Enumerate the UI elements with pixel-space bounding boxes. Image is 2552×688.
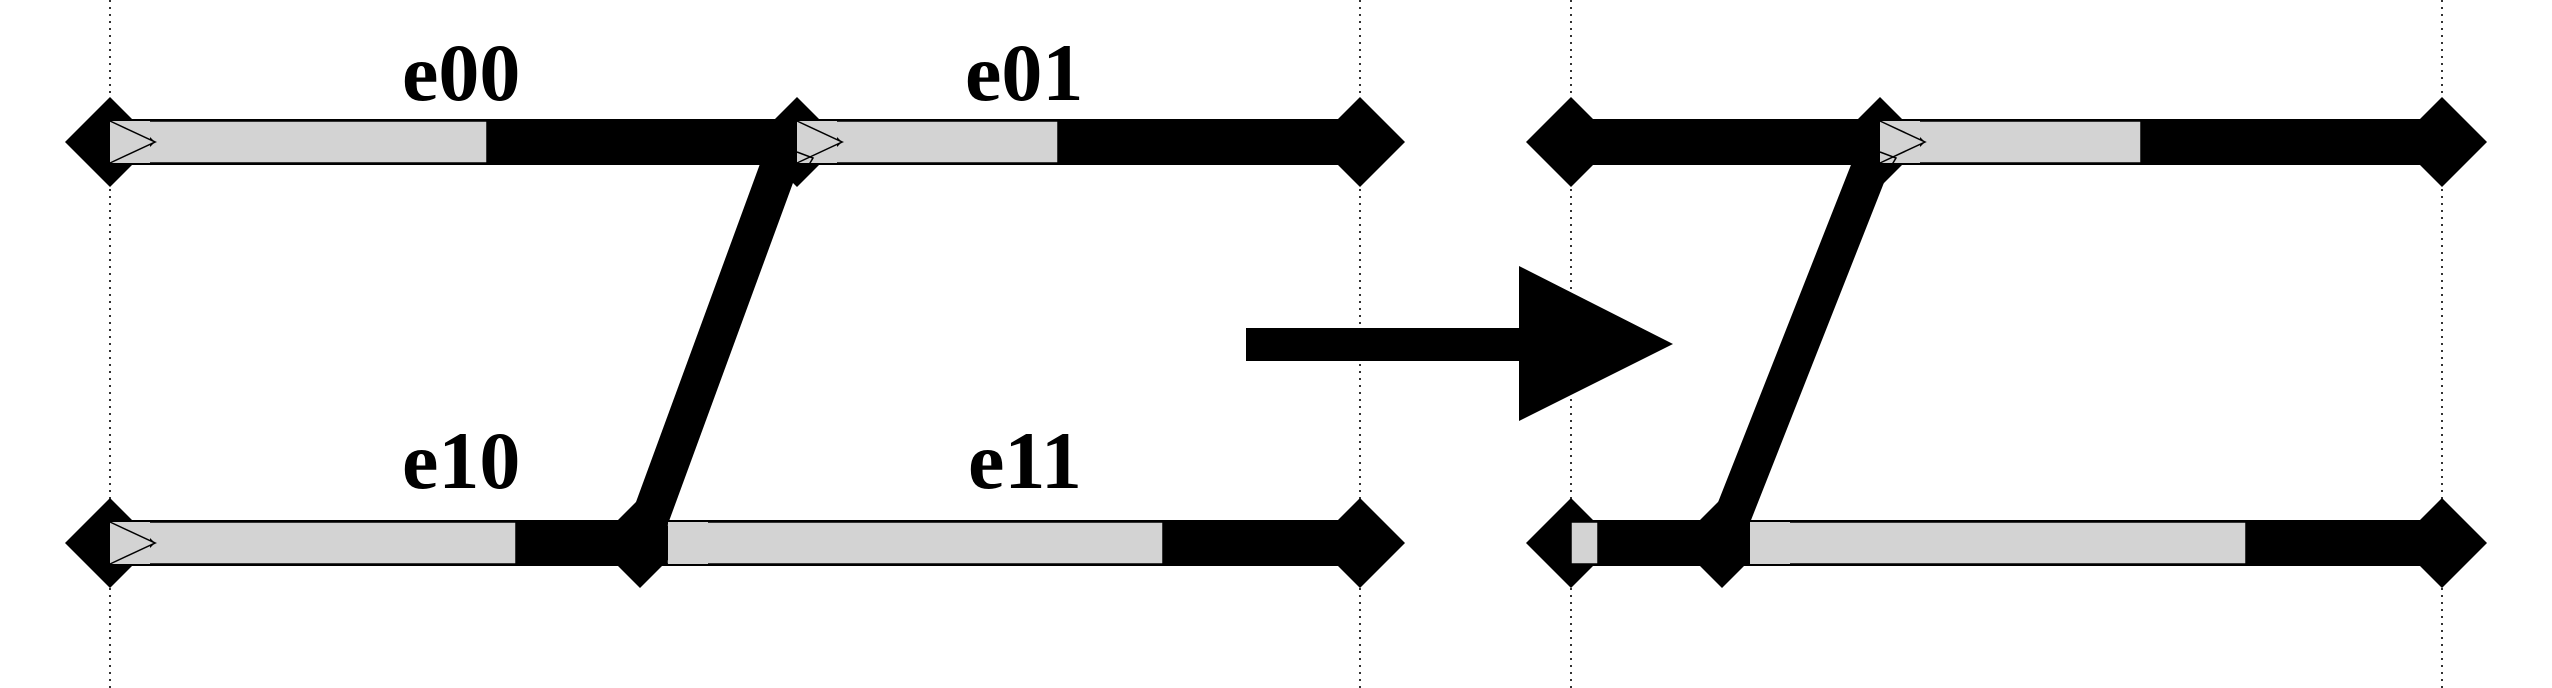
span-e10-after-front — [1570, 521, 1599, 565]
diagonal-link — [621, 142, 808, 543]
diamond-icon — [2397, 97, 2487, 187]
start-marker-mid-after — [1879, 120, 1927, 164]
nodes-after — [1526, 97, 2487, 588]
label-e10: e10 — [402, 415, 520, 506]
span-e10 — [109, 521, 517, 565]
span-e11-front — [668, 522, 708, 564]
diagonal-link-after — [1702, 142, 1900, 543]
span-e11 — [666, 521, 1164, 565]
after-diagram — [1526, 97, 2487, 588]
angle-marker-after — [1879, 151, 1898, 169]
span-e00 — [109, 120, 488, 164]
label-e11: e11 — [968, 415, 1082, 506]
label-e00: e00 — [402, 27, 520, 118]
start-marker-bottom-front — [109, 521, 157, 565]
span-e11-after-front — [1750, 522, 1790, 564]
right-arrow-icon — [1246, 266, 1673, 421]
diamond-icon — [1315, 498, 1405, 588]
span-e11-after — [1749, 521, 2247, 565]
bottom-track — [109, 520, 1360, 566]
top-track-after — [1571, 119, 2442, 165]
arrow-shaft — [1246, 328, 1526, 361]
before-diagram: e00 e01 e10 e11 — [65, 27, 1405, 588]
label-e01: e01 — [965, 27, 1083, 118]
diamond-icon — [2397, 498, 2487, 588]
angle-marker-front — [796, 151, 815, 169]
top-track — [109, 119, 1360, 165]
nodes — [65, 97, 1405, 588]
diamond-icon — [595, 498, 685, 588]
diamond-icon — [1677, 498, 1767, 588]
arrow-head — [1519, 266, 1673, 421]
start-marker-top-front — [109, 120, 157, 164]
diamond-icon — [1315, 97, 1405, 187]
start-marker-mid-front — [796, 120, 844, 164]
diamond-icon — [1526, 97, 1616, 187]
